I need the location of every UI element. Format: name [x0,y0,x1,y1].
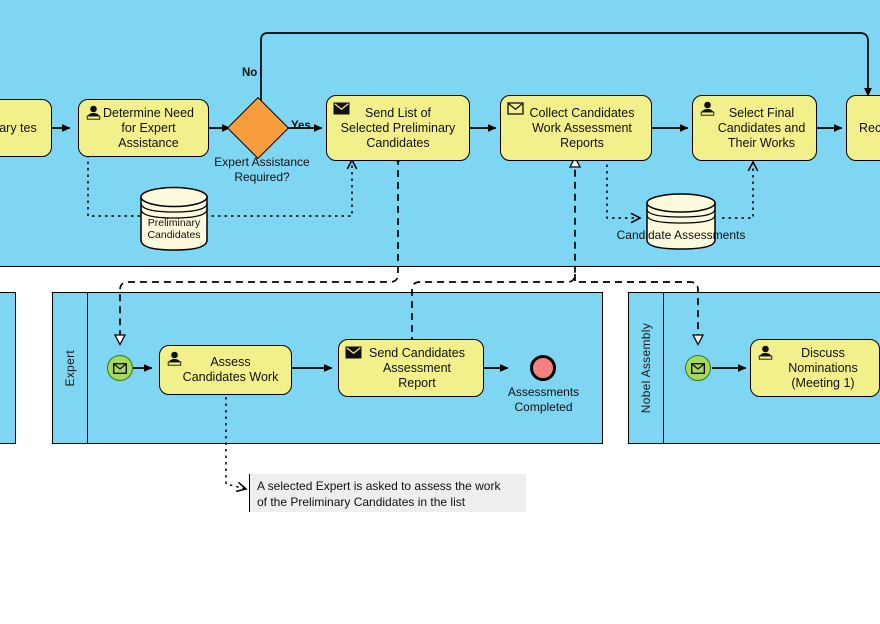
gateway-label: Expert Assistance Required? [214,155,310,184]
task-send-list-selected-preliminary-candidates[interactable]: Send List of Selected Preliminary Candid… [326,95,470,161]
message-flow-to-nobel-assembly-start [574,274,698,344]
user-task-icon [86,105,101,120]
event-assessments-completed-end[interactable] [530,355,556,381]
task-label: Collect Candidates Work Assessment Repor… [529,105,635,150]
data-store-label-candidate-assessments: Candidate Assessments [616,228,746,242]
annotation-expert-assessment-note: A selected Expert is asked to assess the… [249,474,526,512]
data-store-candidate-assessments [645,192,717,252]
user-task-icon [167,351,182,366]
task-recommend-partial[interactable]: Rec [846,95,880,161]
task-send-candidates-assessment-report[interactable]: Send Candidates Assessment Report [338,339,484,397]
data-store-label: Preliminary Candidates [147,217,201,241]
message-flow-sendreport-to-collect [412,158,575,344]
send-task-icon [345,346,362,359]
task-label: Send List of Selected Preliminary Candid… [340,105,456,150]
user-task-icon [758,345,773,360]
event-nobel-assembly-message-start[interactable] [685,355,711,381]
data-assoc-assessments-store-to-selectfinal [722,162,753,219]
task-label: Send Candidates Assessment Report [369,345,465,390]
user-task-icon [700,101,715,116]
flow-gateway-no-loop [260,32,872,104]
task-label: Discuss Nominations (Meeting 1) [788,345,858,390]
pool-left-partial [0,292,16,444]
task-discuss-nominations-meeting-1[interactable]: Discuss Nominations (Meeting 1) [750,339,880,397]
data-store-preliminary-candidates: Preliminary Candidates [139,185,209,252]
lane-header-nobel-assembly: Nobel Assembly [628,292,664,444]
event-expert-message-start[interactable] [107,355,133,381]
task-label: Rec [859,120,880,135]
task-label: Assess Candidates Work [182,355,279,384]
task-determine-need-expert-assistance[interactable]: Determine Need for Expert Assistance [78,99,209,157]
association-assess-to-note [225,397,246,489]
data-assoc-collect-to-assessments-store [606,158,640,218]
event-label-assessments-completed: Assessments Completed [507,385,580,414]
task-assess-candidates-work[interactable]: Assess Candidates Work [159,345,292,395]
send-task-icon [333,102,350,115]
task-select-final-candidates-and-their-works[interactable]: Select Final Candidates and Their Works [692,95,817,161]
task-evaluate-select-preliminary[interactable]: & minary tes [0,99,52,157]
flow-label-yes: Yes [291,120,311,132]
message-icon [691,362,705,374]
receive-task-icon [507,102,524,115]
message-flow-sendlist-to-expert-start [120,158,398,344]
task-label: Select Final Candidates and Their Works [717,105,806,150]
task-label: & minary tes [0,120,37,135]
task-collect-candidates-work-assessment-reports[interactable]: Collect Candidates Work Assessment Repor… [500,95,652,161]
task-label: Determine Need for Expert Assistance [102,105,194,150]
lane-header-expert: Expert [52,292,88,444]
message-icon [113,362,127,374]
annotation-text: A selected Expert is asked to assess the… [257,479,501,509]
flow-label-no: No [242,67,258,79]
